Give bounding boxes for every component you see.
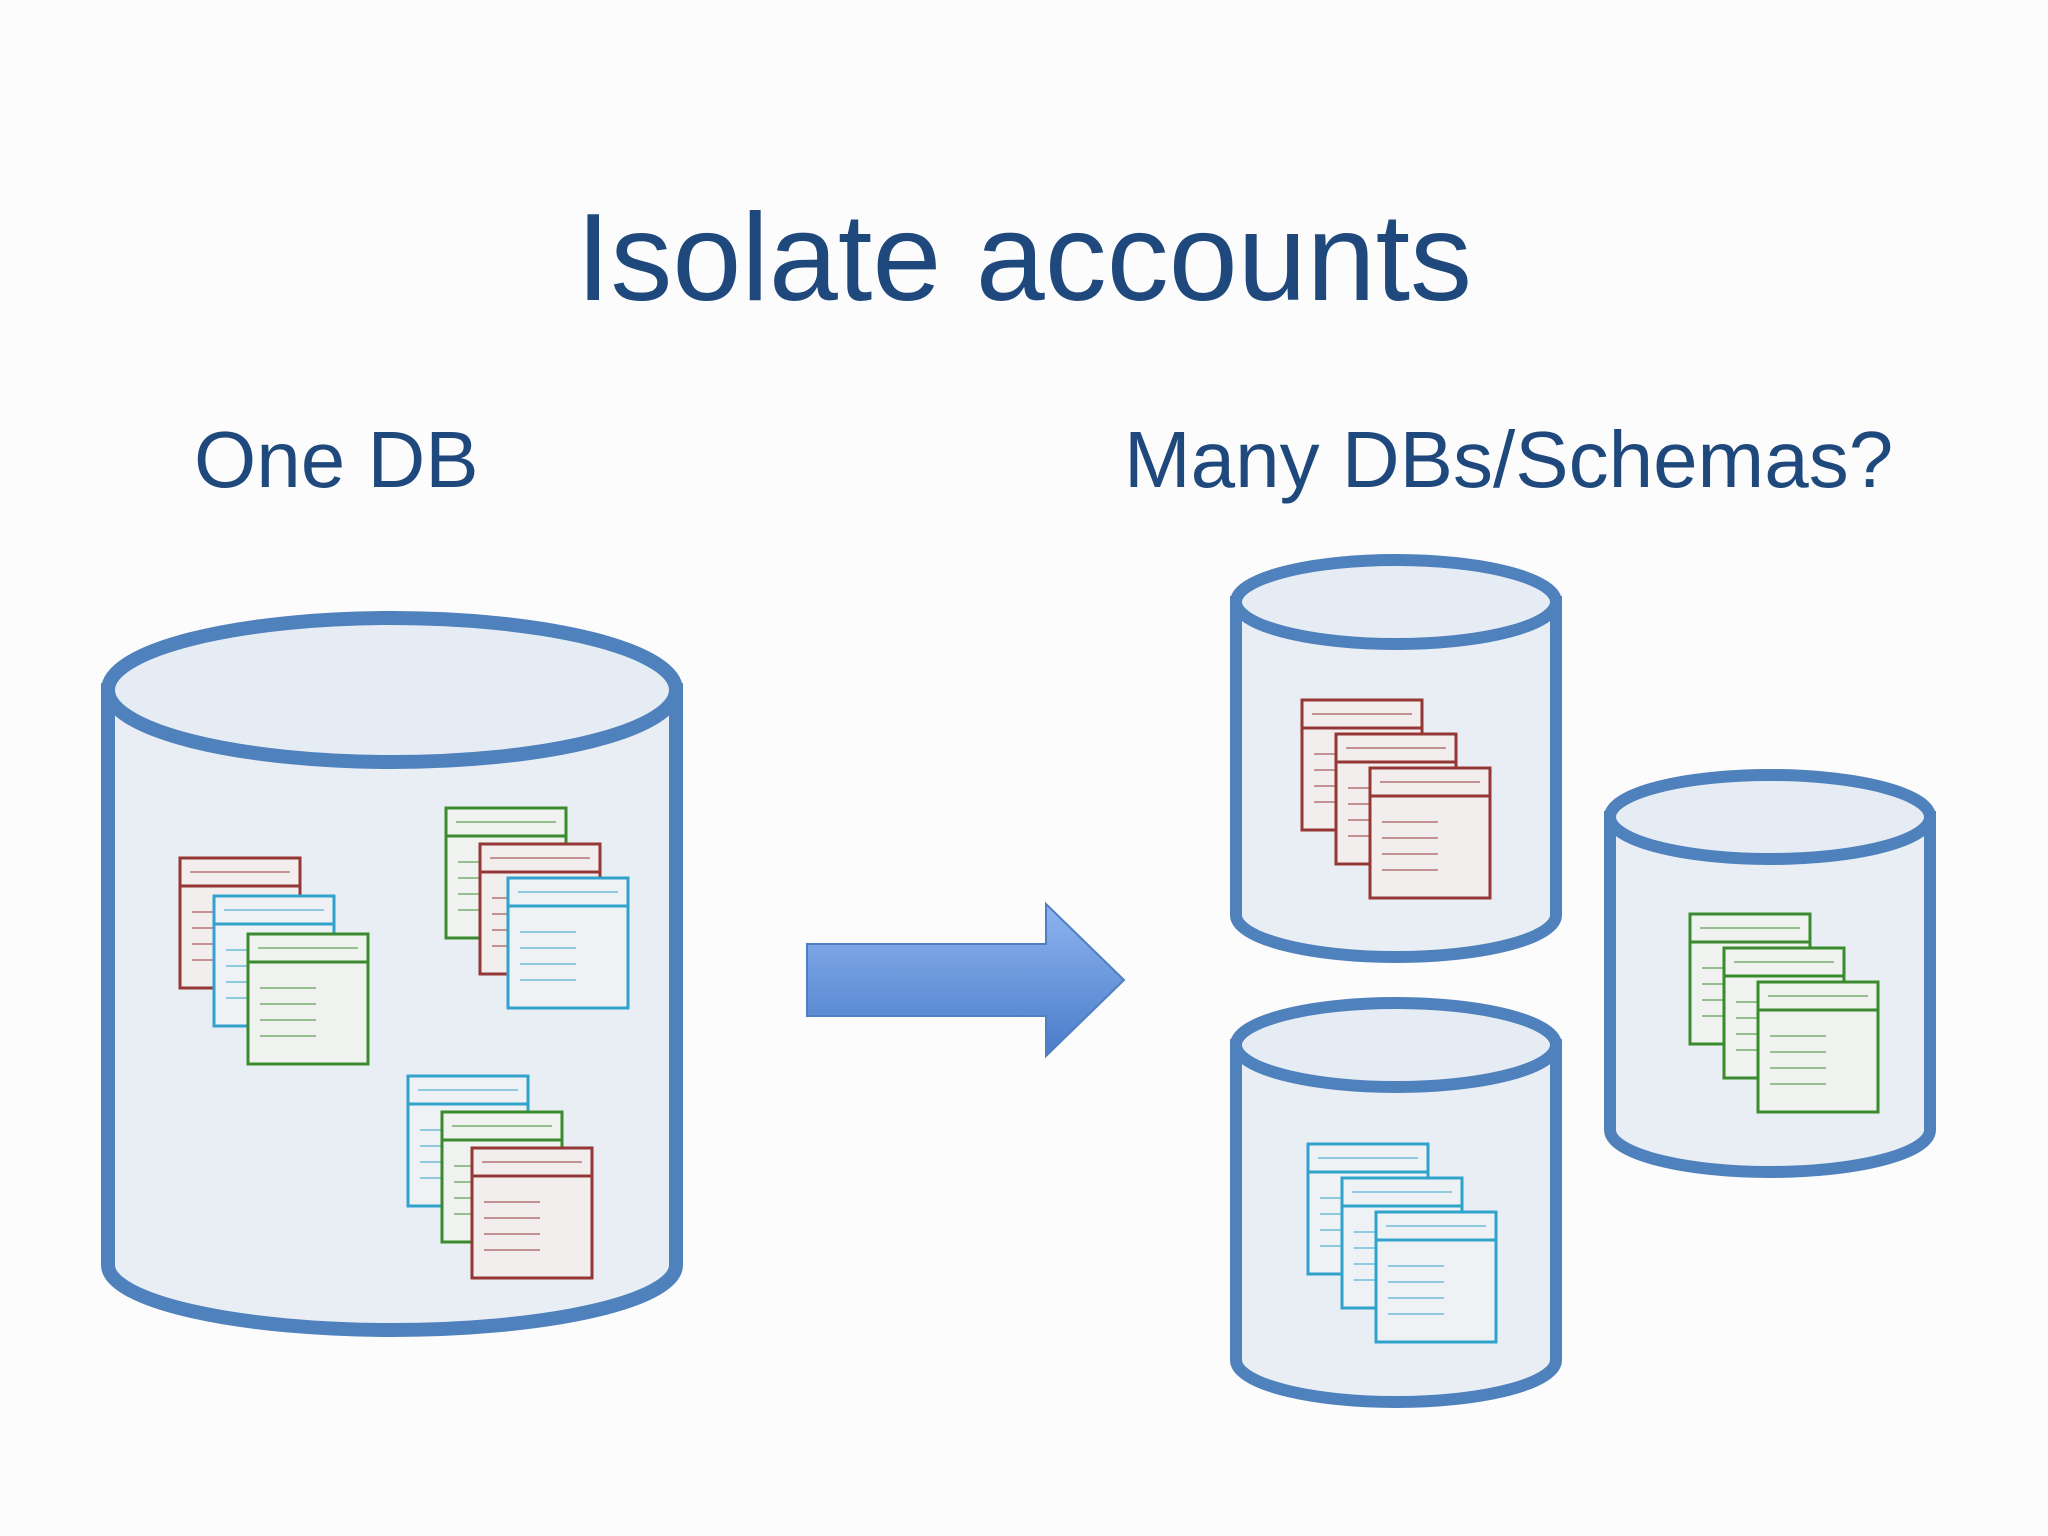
many-dbs-label: Many DBs/Schemas? — [1124, 415, 1894, 504]
one-db-label: One DB — [194, 415, 479, 504]
right-arrow-icon — [806, 901, 1126, 1059]
slide-title: Isolate accounts — [575, 189, 1473, 327]
